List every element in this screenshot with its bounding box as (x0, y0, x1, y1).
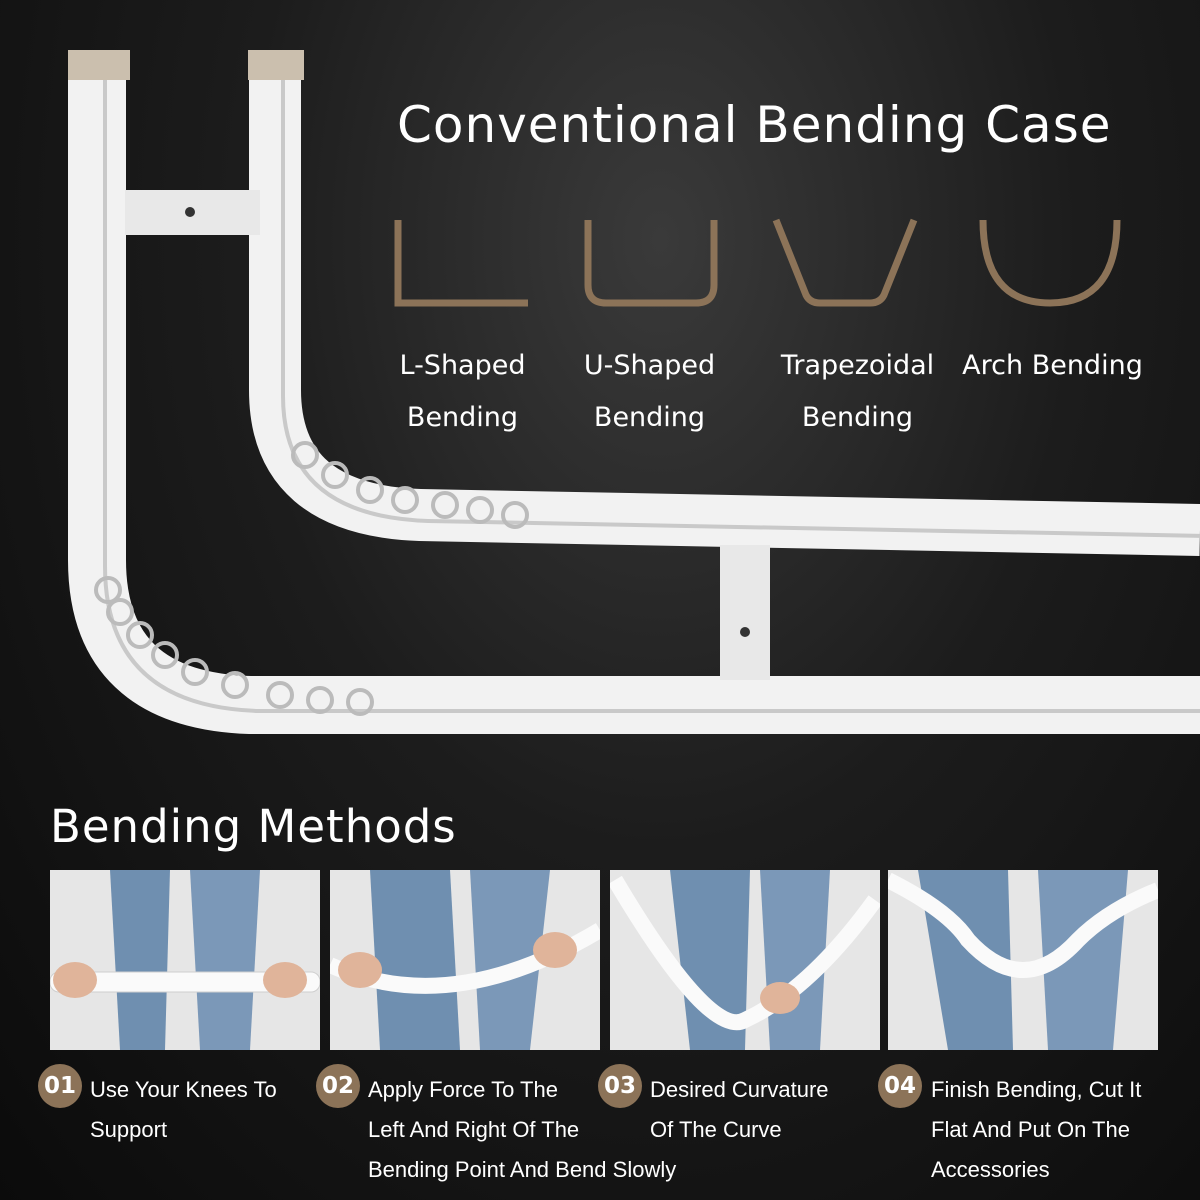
l-shape-icon (394, 220, 528, 307)
step-3-photo (610, 870, 880, 1050)
arch-shape-label: Arch Bending (962, 350, 1143, 381)
step-2-photo (330, 870, 600, 1050)
step-4-photo (888, 870, 1158, 1050)
curtain-track-illustration (68, 50, 1200, 734)
step-3-badge: 03 (598, 1064, 642, 1108)
arch-shape-icon (979, 219, 1121, 307)
step-1-badge: 01 (38, 1064, 82, 1108)
trapezoid-shape-icon (772, 218, 918, 307)
u-shape-icon (584, 220, 718, 307)
step-2-badge: 02 (316, 1064, 360, 1108)
step-1-photo (50, 870, 320, 1050)
step-4-badge: 04 (878, 1064, 922, 1108)
page-title: Conventional Bending Case (397, 96, 1112, 154)
methods-title: Bending Methods (50, 800, 457, 853)
